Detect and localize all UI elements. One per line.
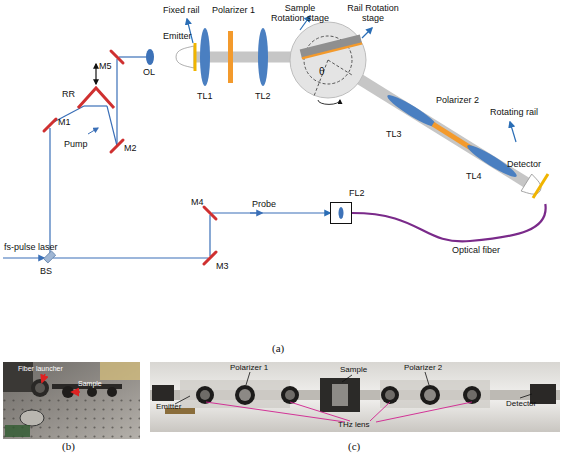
part-label: Probe xyxy=(252,200,276,210)
node-label: FL2 xyxy=(349,189,365,199)
part-label: TL4 xyxy=(466,172,482,182)
part-label: M1 xyxy=(58,118,71,128)
thz-lens xyxy=(258,28,268,86)
photo-c xyxy=(150,362,560,432)
emitter-lens xyxy=(176,46,194,68)
retroreflector xyxy=(78,88,114,108)
part-label: Polarizer 1 xyxy=(212,6,255,16)
fiber-lens xyxy=(331,203,351,223)
objective-lens xyxy=(146,49,154,65)
reference-line xyxy=(328,60,352,75)
laser-beams xyxy=(3,57,330,258)
part-label: OL xyxy=(143,68,155,78)
part-label: Polarizer 2 xyxy=(404,364,442,373)
part-label: RR xyxy=(62,90,75,100)
thz-lens xyxy=(200,28,210,86)
part-label: θ xyxy=(319,66,325,77)
part-label: Fiber launcher xyxy=(18,365,63,373)
part-label: TL3 xyxy=(386,130,402,140)
part-label: Sample xyxy=(78,380,102,388)
emitter-antenna xyxy=(194,43,197,71)
part-label: Detector xyxy=(506,400,536,409)
node-label: Detector xyxy=(507,160,541,170)
part-label: M2 xyxy=(124,144,137,154)
rotation-arrow xyxy=(318,100,340,104)
reference-line xyxy=(314,60,328,96)
panel-caption: (a) xyxy=(272,342,284,354)
part-label: TL2 xyxy=(255,92,271,102)
part-label: THz lens xyxy=(338,421,370,430)
polarizer xyxy=(228,31,233,83)
part-label: Fixed rail xyxy=(163,6,200,16)
part-label: Sample xyxy=(340,366,367,375)
detector-antenna xyxy=(533,174,548,198)
part-label: Pump xyxy=(64,140,88,150)
part-label: Emitter xyxy=(156,403,181,412)
photo-b xyxy=(3,362,140,439)
panel-caption: (b) xyxy=(62,440,75,452)
detector-node: Detector xyxy=(505,160,561,204)
part-label: Rail Rotation stage xyxy=(343,4,403,24)
part-label: BS xyxy=(40,267,52,277)
part-label: M3 xyxy=(216,262,229,272)
part-label: Sample Rotation stage xyxy=(268,4,332,24)
mirrors xyxy=(44,51,216,264)
sample xyxy=(300,34,363,59)
fiber-launcher-box: FL2 xyxy=(330,202,352,224)
part-label: M5 xyxy=(99,62,112,72)
laser-beam xyxy=(84,105,107,106)
translation-arrow xyxy=(95,64,96,84)
part-label: Emitter xyxy=(163,32,192,42)
part-label: M4 xyxy=(191,198,204,208)
leader-arrow xyxy=(510,122,516,142)
optical-fiber xyxy=(352,204,546,241)
thz-lens xyxy=(385,91,439,130)
part-label: fs-pulse laser xyxy=(4,243,58,253)
panel-caption: (c) xyxy=(348,440,360,452)
part-label: Polarizer 1 xyxy=(230,364,268,373)
beam-splitter xyxy=(44,251,56,263)
part-label: TL1 xyxy=(197,92,213,102)
rail-rotation-stage xyxy=(290,22,366,98)
part-label: Polarizer 2 xyxy=(436,96,479,106)
leader-arrow xyxy=(362,28,372,38)
part-label: Rotating rail xyxy=(490,108,538,118)
thz-beam xyxy=(332,62,532,186)
edge-label: Optical fiber xyxy=(452,246,500,256)
